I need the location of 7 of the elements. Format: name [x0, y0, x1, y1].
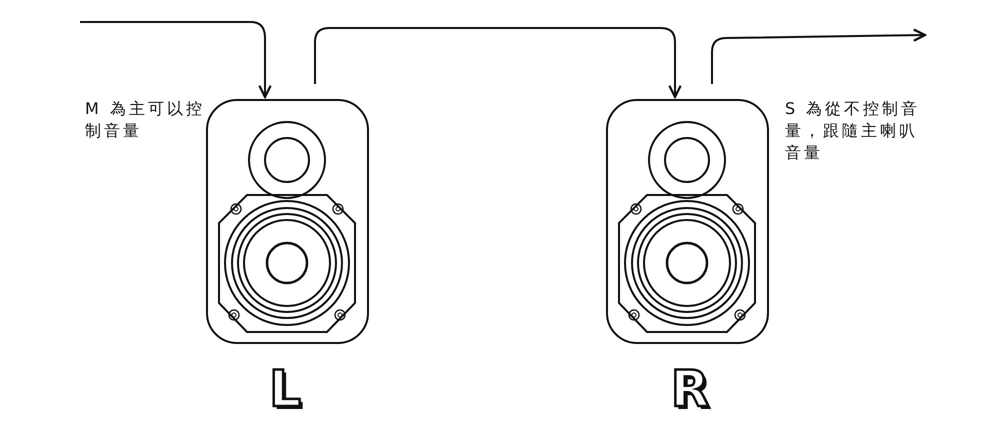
channel-letter: R: [670, 360, 712, 418]
arrow: [80, 21, 272, 98]
arrow: [314, 27, 682, 98]
note-text: S 為從不控制音量，跟隨主喇叭音量: [785, 98, 922, 164]
channel-letter: L: [268, 360, 304, 418]
note-text: M 為主可以控制音量: [85, 98, 206, 142]
arrow: [711, 28, 926, 84]
